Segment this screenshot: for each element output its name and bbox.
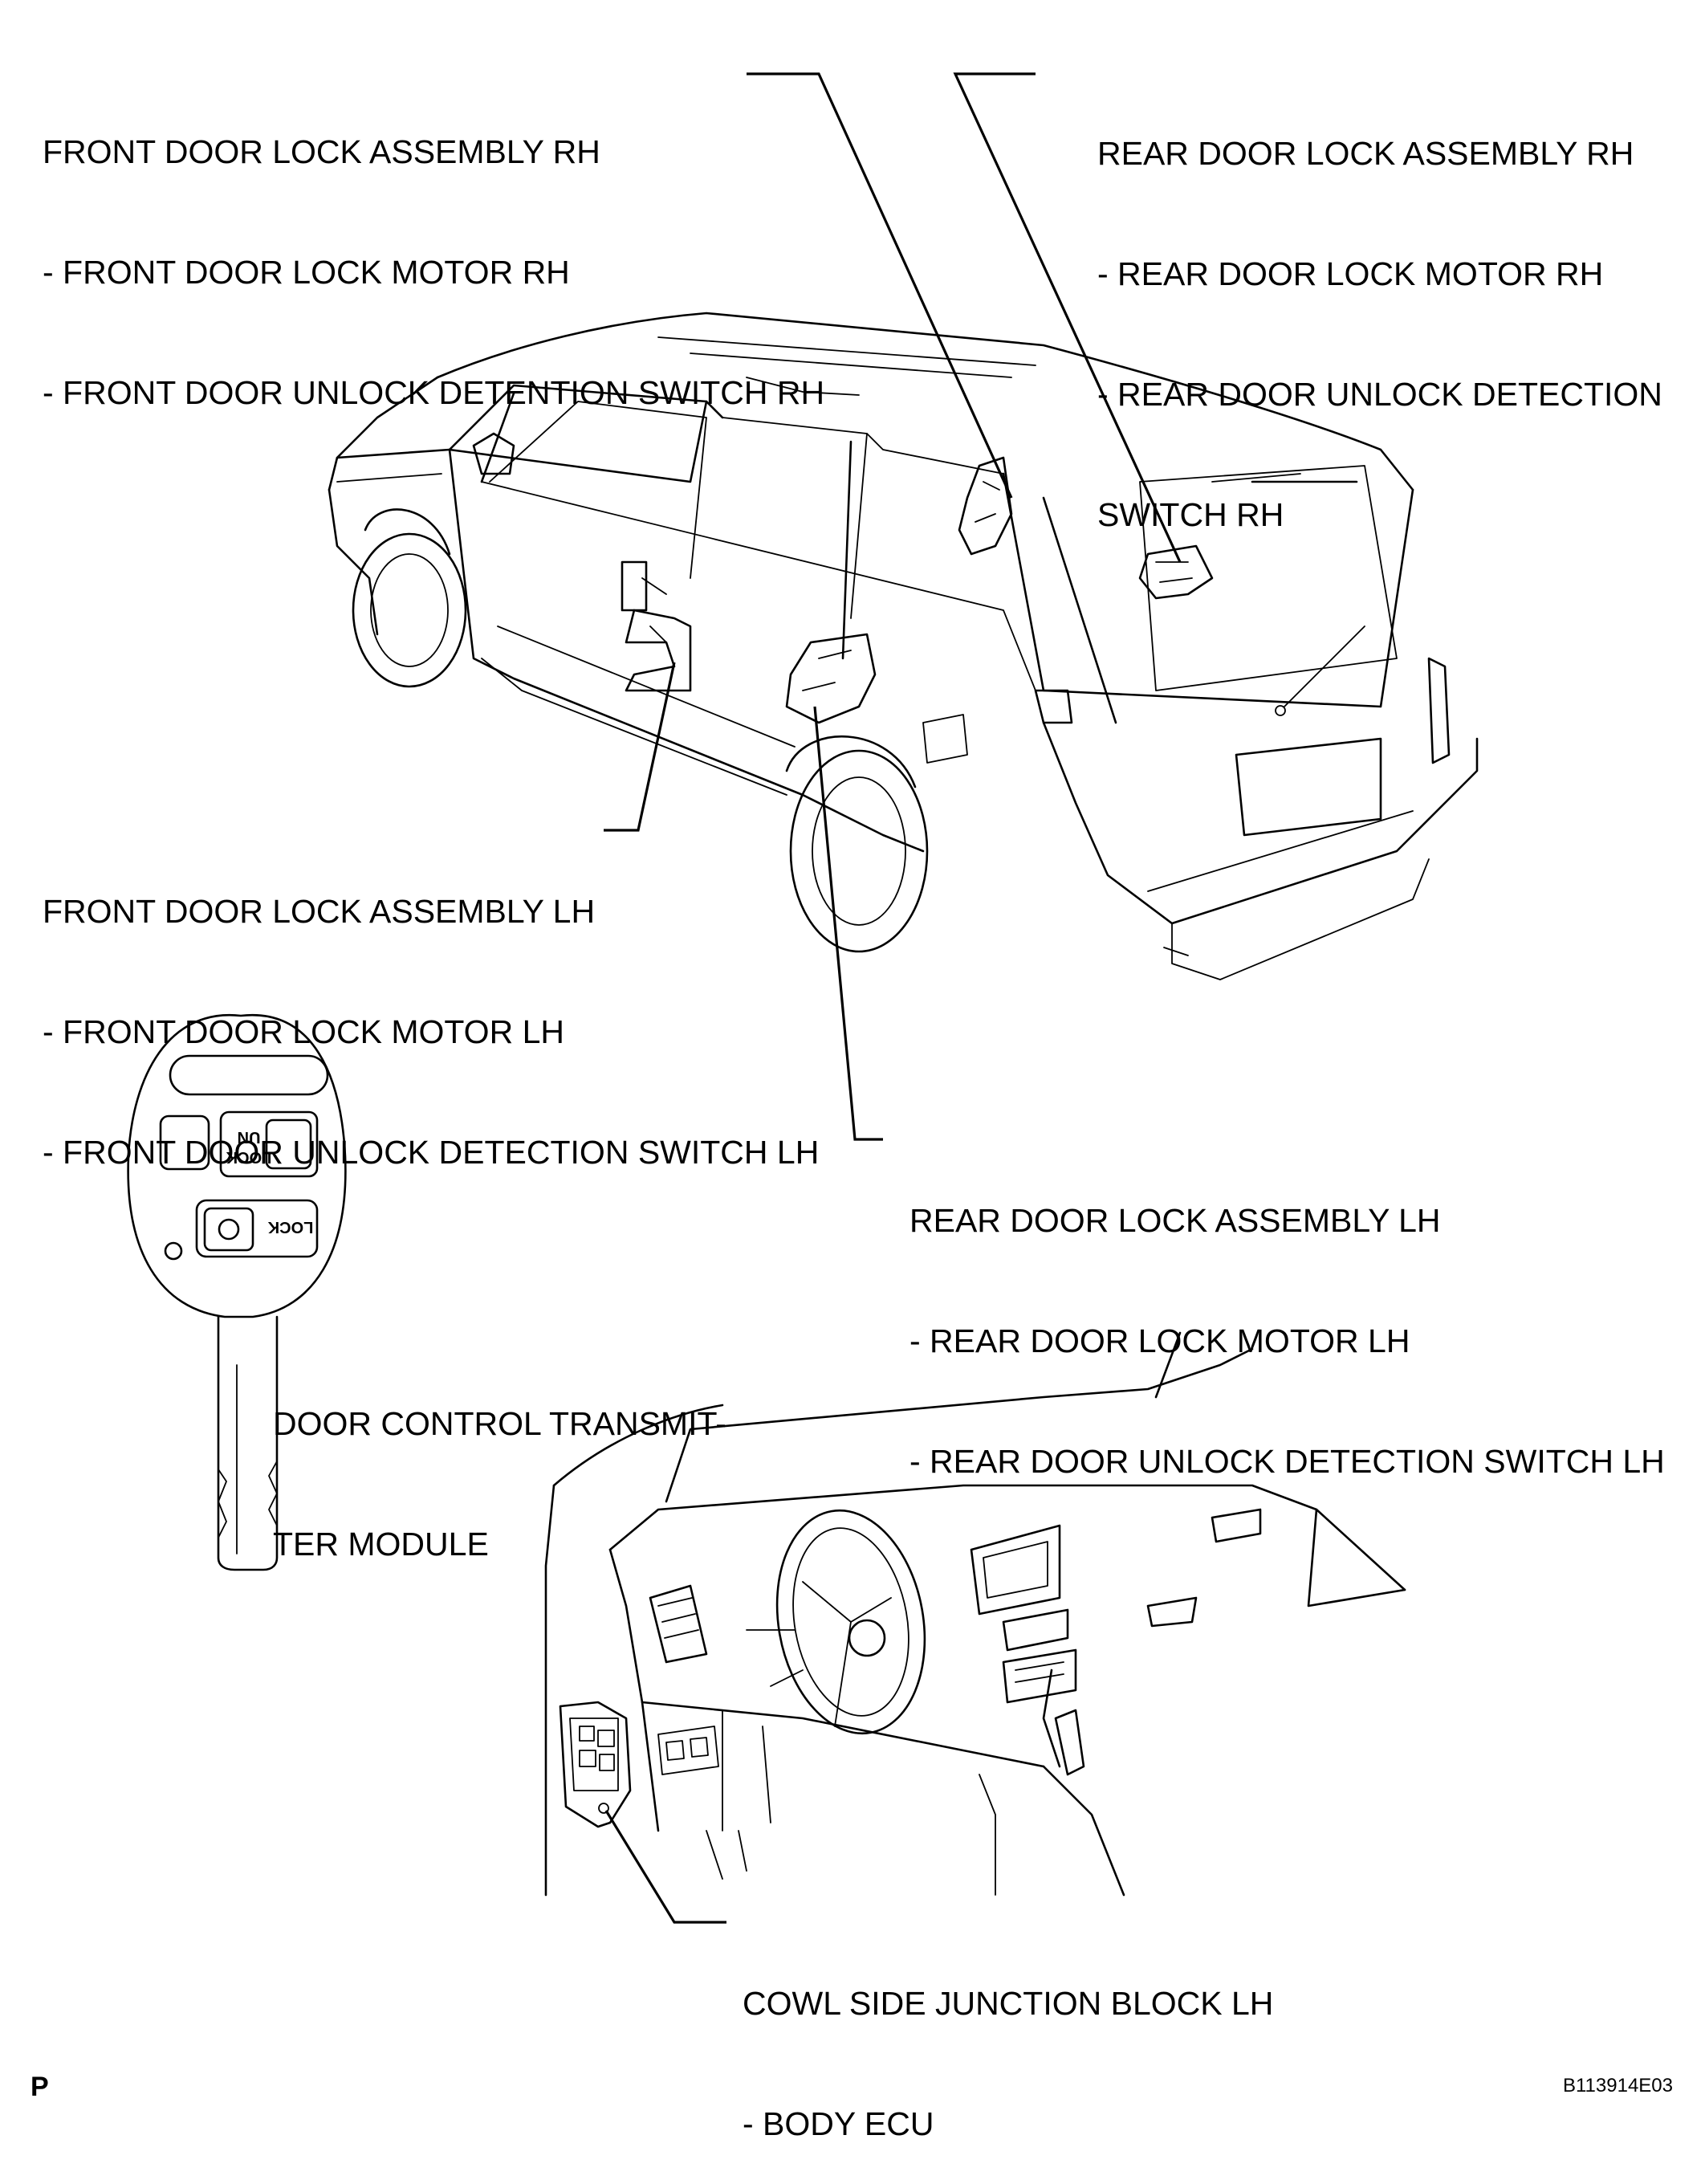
label-front-door-lock-lh-item: - FRONT DOOR UNLOCK DETECTION SWITCH LH: [43, 1134, 820, 1171]
label-rear-door-lock-lh-item: - REAR DOOR UNLOCK DETECTION SWITCH LH: [909, 1443, 1665, 1480]
label-rear-door-lock-lh-title: REAR DOOR LOCK ASSEMBLY LH: [909, 1202, 1441, 1239]
rear-door-lock-rh-part: [1138, 544, 1214, 600]
front-door-lock-rh-part: [958, 456, 1013, 556]
label-front-door-lock-lh-title: FRONT DOOR LOCK ASSEMBLY LH: [43, 893, 596, 930]
label-rear-door-lock-rh: REAR DOOR LOCK ASSEMBLY RH - REAR DOOR L…: [1097, 53, 1662, 575]
label-front-door-lock-rh: FRONT DOOR LOCK ASSEMBLY RH - FRONT DOOR…: [43, 51, 824, 453]
label-rear-door-lock-lh: REAR DOOR LOCK ASSEMBLY LH - REAR DOOR L…: [909, 1120, 1665, 1522]
label-rear-door-lock-rh-item: SWITCH RH: [1097, 496, 1284, 533]
cowl-side-junction-block-part: [559, 1701, 632, 1828]
label-front-door-lock-rh-item: - FRONT DOOR UNLOCK DETENTION SWITCH RH: [43, 374, 825, 411]
label-door-control-transmitter-line: DOOR CONTROL TRANSMIT-: [273, 1405, 726, 1442]
leader-rear-door-lock-rh: [953, 72, 1182, 563]
dashboard-illustration: [544, 1331, 1406, 1897]
leader-rear-door-lock-lh: [813, 706, 883, 1141]
label-cowl-side-junction-block: COWL SIDE JUNCTION BLOCK LH - BODY ECU: [743, 1903, 1273, 2184]
label-door-control-transmitter-line: TER MODULE: [273, 1526, 489, 1563]
key-fob-unlock-text-2: LOCK: [226, 1148, 271, 1166]
rear-door-lock-lh-part: [785, 633, 877, 724]
corner-mark: P: [31, 2072, 49, 2102]
figure-id: B113914E03: [1562, 2075, 1673, 2096]
label-cowl-side-junction-block-title: COWL SIDE JUNCTION BLOCK LH: [743, 1985, 1274, 2022]
key-fob-illustration: [127, 1013, 347, 1571]
leader-cowl-side-junction-block: [604, 1810, 726, 1924]
suv-illustration: [328, 312, 1479, 980]
label-front-door-lock-lh: FRONT DOOR LOCK ASSEMBLY LH - FRONT DOOR…: [43, 811, 819, 1212]
front-door-lock-lh-part: [621, 560, 692, 692]
label-front-door-lock-rh-title: FRONT DOOR LOCK ASSEMBLY RH: [43, 133, 600, 170]
label-front-door-lock-rh-item: - FRONT DOOR LOCK MOTOR RH: [43, 254, 570, 291]
label-rear-door-lock-lh-item: - REAR DOOR LOCK MOTOR LH: [909, 1322, 1410, 1359]
leader-front-door-lock-lh: [604, 662, 676, 832]
key-fob-lock-text: LOCK: [267, 1218, 313, 1236]
label-door-control-transmitter: DOOR CONTROL TRANSMIT- TER MODULE: [273, 1323, 726, 1604]
label-cowl-side-junction-block-item: - BODY ECU: [743, 2105, 934, 2142]
key-fob-unlock-text-1: UN: [238, 1128, 261, 1146]
label-rear-door-lock-rh-title: REAR DOOR LOCK ASSEMBLY RH: [1097, 135, 1634, 172]
label-front-door-lock-lh-item: - FRONT DOOR LOCK MOTOR LH: [43, 1013, 564, 1050]
leader-front-door-lock-rh: [747, 72, 1013, 499]
label-rear-door-lock-rh-item: - REAR DOOR LOCK MOTOR RH: [1097, 255, 1604, 292]
label-rear-door-lock-rh-item: - REAR DOOR UNLOCK DETECTION: [1097, 376, 1662, 413]
